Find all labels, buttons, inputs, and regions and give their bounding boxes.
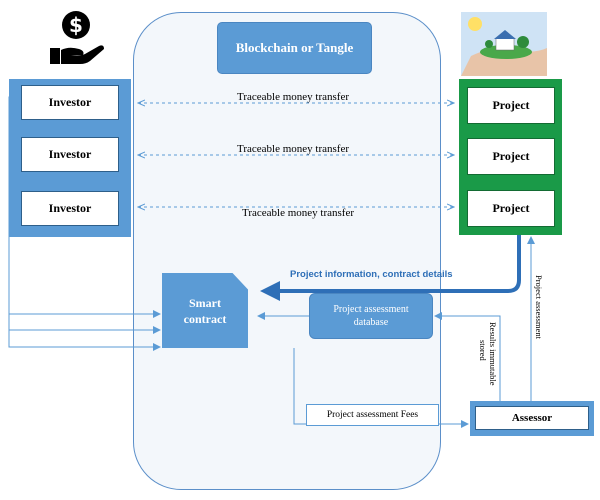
assessment-fees-label: Project assessment Fees [306,404,439,426]
transfer-label: Traceable money transfer [237,91,349,103]
investor-column: Investor Investor Investor [9,79,131,237]
results-stored-label-line1: Results immutable [488,322,498,386]
project-info-label: Project information, contract details [290,269,453,280]
database-line1: Project assessment [333,304,409,315]
assessor-container: Assessor [470,401,594,436]
smart-contract-box: Smart contract [162,273,248,348]
database-line2: database [353,317,389,328]
project-assessment-vertical-label: Project assessment [534,275,544,339]
project-box: Project [467,190,555,227]
project-box: Project [467,87,555,124]
transfer-label: Traceable money transfer [242,207,354,219]
smart-contract-line1: Smart [189,295,221,310]
transfer-label: Traceable money transfer [237,143,349,155]
investor-box: Investor [21,137,119,172]
assessment-database-box: Project assessment database [309,293,433,339]
project-box: Project [467,138,555,175]
svg-text:$: $ [69,13,83,37]
smart-contract-line2: contract [183,311,227,326]
money-hand-icon: $ [46,8,106,73]
project-column: Project Project Project [459,79,562,235]
chain-title: Blockchain or Tangle [217,22,372,74]
eco-house-hand-icon [461,12,547,81]
assessor-box: Assessor [475,406,589,430]
investor-box: Investor [21,191,119,226]
results-stored-label-line2: stored [478,340,488,361]
investor-box: Investor [21,85,119,120]
